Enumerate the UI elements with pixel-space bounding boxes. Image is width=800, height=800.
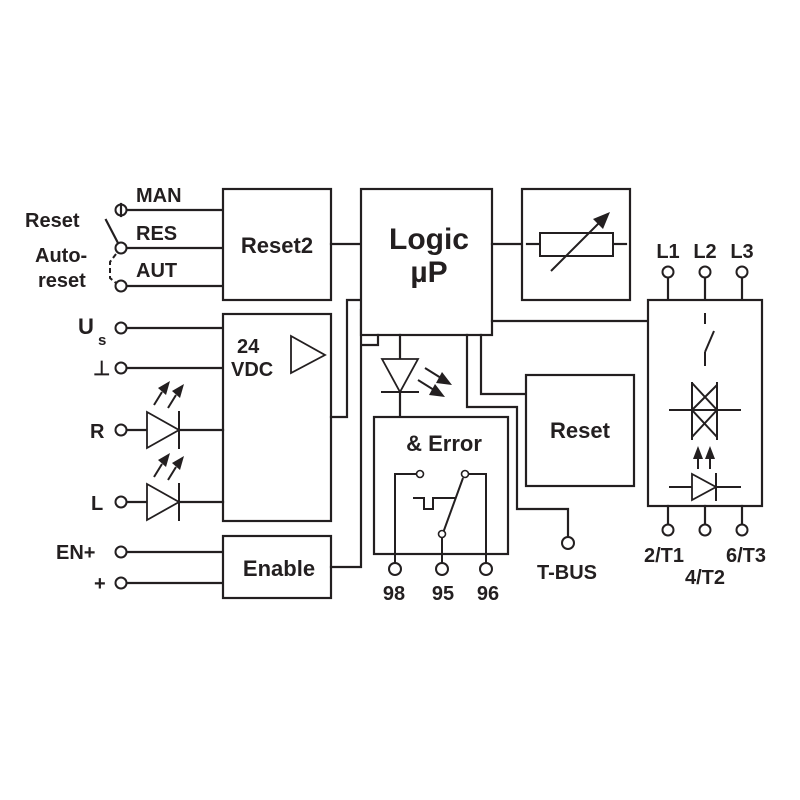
potentiometer-icon [525,212,628,272]
optocoupler-arrows-icon [693,446,715,469]
terminal-l1[interactable] [661,265,675,279]
wire-logic-reset [479,333,528,396]
label-l: L [91,493,103,515]
terminal-96[interactable] [479,562,493,576]
terminal-l[interactable] [114,495,128,509]
terminal-l3[interactable] [735,265,749,279]
led-r-icon [146,381,184,450]
relay-contact-icon [394,469,487,567]
logic-label-up: µP [410,256,447,289]
reset2-block [221,187,333,302]
label-98: 98 [383,583,405,605]
terminal-res[interactable] [114,241,128,255]
terminal-4-t2[interactable] [698,523,712,537]
wire-supply-logic [329,298,363,419]
enable-label: Enable [243,556,315,581]
triac-icon [669,382,741,440]
bypass-contact-icon [704,313,715,366]
label-auto: Auto- [35,245,87,267]
label-en-plus: EN+ [56,542,95,564]
terminal-2-t1[interactable] [661,523,675,537]
optocoupler-led-icon [669,472,741,502]
label-l3: L3 [730,241,753,263]
terminal-us[interactable] [114,321,128,335]
label-man: MAN [136,185,182,207]
terminal-95[interactable] [435,562,449,576]
switch-blade [104,218,120,245]
terminal-98[interactable] [388,562,402,576]
dashed-linkage [109,253,117,284]
label-tbus: T-BUS [537,562,597,584]
label-res: RES [136,223,177,245]
logic-block [359,187,494,337]
label-96: 96 [477,583,499,605]
terminal-plus[interactable] [114,576,128,590]
error-label: & Error [406,431,482,456]
logic-label: Logic [389,223,469,256]
label-ground: ⊥ [93,358,110,380]
label-l2: L2 [693,241,716,263]
label-us: U [78,314,94,339]
supply-label-24: 24 [237,336,260,358]
label-us-sub: s [98,332,106,349]
terminal-6-t3[interactable] [735,523,749,537]
wire-enable-logic [329,308,374,569]
supply-label-vdc: VDC [231,359,273,381]
label-l1: L1 [656,241,679,263]
wire-logic-side [360,333,380,347]
terminal-ground[interactable] [114,361,128,375]
reset-label: Reset [550,418,611,443]
label-2-t1: 2/T1 [644,545,684,567]
terminal-tbus[interactable] [561,536,575,550]
label-r: R [90,421,105,443]
amplifier-triangle-icon [290,334,327,375]
error-led-icon [380,358,452,397]
label-4-t2: 4/T2 [685,567,725,589]
label-aut: AUT [136,260,177,282]
reset-block [524,373,636,488]
terminal-aut[interactable] [114,279,128,293]
reset-selector-switch[interactable] [104,202,128,293]
terminal-l2[interactable] [698,265,712,279]
label-plus: + [94,573,106,595]
terminal-en-plus[interactable] [114,545,128,559]
label-6-t3: 6/T3 [726,545,766,567]
led-l-icon [146,453,184,522]
reset2-label: Reset2 [241,233,313,258]
wire-logic-tbus [465,333,570,539]
power-block [646,298,764,508]
label-reset: Reset [25,210,80,232]
terminal-r[interactable] [114,423,128,437]
label-95: 95 [432,583,454,605]
label-reset-2: reset [38,270,86,292]
